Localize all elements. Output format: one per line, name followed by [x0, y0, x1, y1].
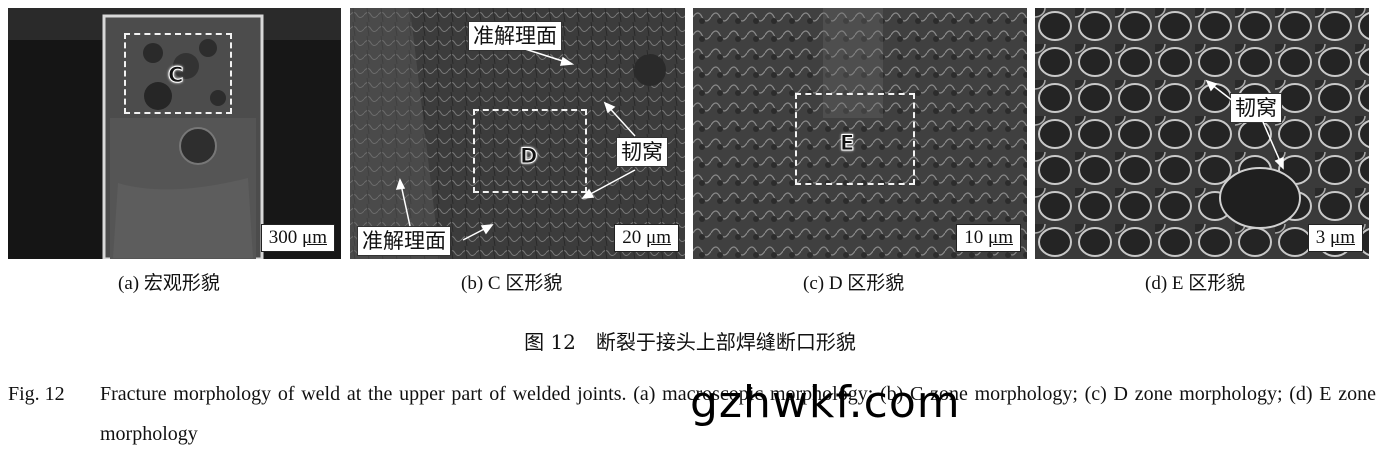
scale-unit: μm: [646, 227, 671, 248]
zone-d-box: [473, 109, 587, 193]
panel-a-sem-texture: [8, 8, 341, 259]
zone-d-label: D: [519, 144, 538, 169]
zone-e-box: [795, 93, 915, 185]
zone-e-label: E: [839, 131, 855, 156]
scale-value: 20: [622, 227, 642, 248]
watermark: gzhwkf.com: [690, 377, 961, 428]
scale-bar-c: 10 μm: [956, 224, 1021, 252]
figure-label-en: Fig. 12: [8, 383, 65, 405]
panel-a-macro-image: C 300 μm: [8, 8, 341, 259]
scale-bar-a: 300 μm: [260, 224, 335, 252]
scale-bar-b: 20 μm: [614, 224, 679, 252]
scale-value: 300: [268, 227, 298, 248]
scale-bar-d: 3 μm: [1307, 224, 1363, 252]
callout-dimple: 韧窝: [616, 137, 668, 167]
caption-b: (b) C 区形貌: [461, 273, 563, 294]
caption-d: (d) E 区形貌: [1145, 273, 1246, 294]
zone-c-label: C: [167, 63, 184, 88]
figure-caption-text: Fracture morphology of weld at the upper…: [100, 383, 1376, 445]
scale-unit: μm: [988, 227, 1013, 248]
callout-quasi-cleavage-top: 准解理面: [468, 21, 562, 51]
caption-c: (c) D 区形貌: [803, 273, 905, 294]
scale-unit: μm: [302, 227, 327, 248]
panel-d-e-zone-image: 韧窝 3 μm: [1035, 8, 1369, 259]
panel-c-d-zone-image: E 10 μm: [693, 8, 1027, 259]
zone-c-box: [124, 33, 232, 114]
scale-value: 10: [964, 227, 984, 248]
panel-b-c-zone-image: D 准解理面 韧窝 准解理面 20 μm: [350, 8, 685, 259]
figure-title-cn: 图 12 断裂于接头上部焊缝断口形貌: [524, 330, 856, 354]
callout-quasi-cleavage-bottom: 准解理面: [357, 226, 451, 256]
scale-unit: μm: [1330, 227, 1355, 248]
panel-d-sem-texture: [1035, 8, 1369, 259]
callout-dimple-d: 韧窝: [1230, 93, 1282, 123]
caption-a: (a) 宏观形貌: [118, 273, 220, 294]
scale-value: 3: [1315, 227, 1326, 248]
panel-c-sem-texture: [693, 8, 1027, 259]
